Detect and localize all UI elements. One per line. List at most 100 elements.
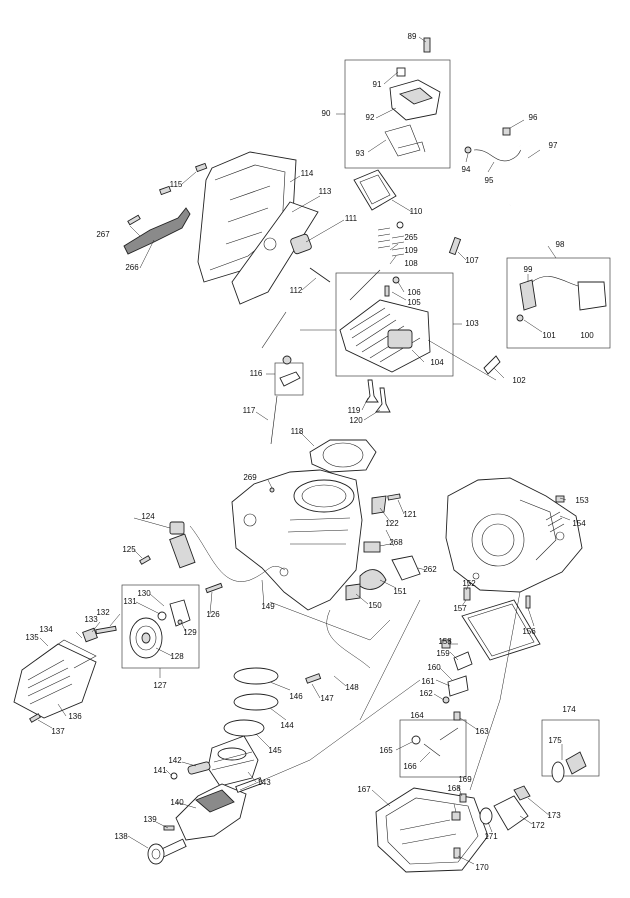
part-label-161: 161 (421, 677, 435, 686)
gasket-113 (231, 201, 319, 305)
part-label-113: 113 (318, 187, 332, 196)
rod-126 (205, 582, 223, 594)
part-label-134: 134 (39, 625, 53, 634)
part-173 (513, 785, 531, 801)
rod-117 (270, 395, 278, 445)
part-label-100: 100 (580, 331, 594, 340)
part-label-108: 108 (404, 259, 418, 268)
part-label-106: 106 (407, 288, 421, 297)
part-label-145: 145 (268, 746, 282, 755)
washer-116 (282, 355, 292, 365)
pin-142 (187, 761, 211, 775)
part-label-132: 132 (96, 608, 110, 617)
bolt-147 (305, 673, 322, 684)
part-label-154: 154 (572, 519, 586, 528)
part-label-268: 268 (389, 538, 403, 547)
part-169 (459, 793, 467, 803)
hose-95 (473, 147, 523, 162)
part-label-143: 143 (257, 778, 271, 787)
part-172 (493, 795, 529, 831)
bolt-125 (139, 555, 151, 565)
part-label-116: 116 (249, 369, 263, 378)
bolt-121 (387, 493, 401, 501)
pin-112 (309, 267, 331, 283)
leader-lines (37, 36, 571, 865)
part-166 (423, 743, 441, 757)
ignition-coil-assembly (483, 276, 607, 375)
bolt-115b (159, 185, 172, 196)
starter-assembly (129, 599, 191, 659)
bolt-89 (423, 37, 431, 53)
part-label-139: 139 (143, 815, 157, 824)
part-label-120: 120 (349, 416, 363, 425)
part-label-170: 170 (475, 863, 489, 872)
group-box-103 (335, 272, 454, 377)
part-label-174: 174 (562, 705, 576, 714)
part-label-133: 133 (84, 615, 98, 624)
part-label-130: 130 (137, 589, 151, 598)
part-101 (516, 314, 524, 322)
part-label-159: 159 (436, 649, 450, 658)
clip-141 (170, 772, 178, 780)
part-label-103: 103 (465, 319, 479, 328)
part-label-265: 265 (404, 233, 418, 242)
part-265 (396, 221, 404, 229)
part-label-98: 98 (555, 240, 565, 249)
part-label-148: 148 (345, 683, 359, 692)
pin-132 (95, 625, 117, 635)
piston-assembly (170, 735, 259, 787)
part-label-144: 144 (280, 721, 294, 730)
oil-pan (375, 785, 531, 873)
part-label-158: 158 (438, 637, 452, 646)
ring-144 (233, 693, 279, 711)
part-label-99: 99 (523, 265, 533, 274)
part-label-112: 112 (289, 286, 303, 295)
ring-171 (479, 807, 493, 825)
part-label-266: 266 (125, 263, 139, 272)
part-label-131: 131 (123, 597, 137, 606)
part-label-102: 102 (512, 376, 526, 385)
part-label-125: 125 (122, 545, 136, 554)
fitting-94 (464, 146, 472, 154)
part-label-160: 160 (427, 663, 441, 672)
part-label-101: 101 (542, 331, 556, 340)
boss-104 (387, 329, 413, 349)
group-box-98 (506, 257, 611, 349)
fitting-96 (502, 127, 511, 136)
ring-145 (223, 719, 265, 737)
part-label-137: 137 (51, 727, 65, 736)
bolt-137 (29, 713, 41, 723)
part-label-90: 90 (321, 109, 331, 118)
clip-268 (363, 541, 381, 553)
bolt-170 (453, 847, 461, 859)
spring-131 (157, 611, 167, 621)
part-label-152: 152 (462, 579, 476, 588)
part-161 (447, 675, 469, 697)
ring-146 (233, 667, 279, 685)
part-label-165: 165 (379, 746, 393, 755)
part-label-147: 147 (320, 694, 334, 703)
part-label-262: 262 (423, 565, 437, 574)
part-label-107: 107 (465, 256, 479, 265)
part-label-151: 151 (393, 587, 407, 596)
key-139 (163, 825, 175, 831)
part-label-97: 97 (548, 141, 558, 150)
part-label-175: 175 (548, 736, 562, 745)
crankcase (445, 477, 583, 661)
part-133 (82, 627, 98, 643)
part-label-162: 162 (419, 689, 433, 698)
part-label-135: 135 (25, 633, 39, 642)
bolt-156 (525, 595, 531, 609)
part-label-104: 104 (430, 358, 444, 367)
cylinder-head-assembly (290, 221, 462, 373)
part-label-96: 96 (528, 113, 538, 122)
cover-136 (13, 643, 97, 719)
recoil-cover (13, 625, 117, 723)
part-label-114: 114 (300, 169, 314, 178)
cylinder-head-104 (339, 299, 431, 373)
part-label-89: 89 (407, 32, 417, 41)
part-label-122: 122 (385, 519, 399, 528)
part-label-167: 167 (357, 785, 371, 794)
